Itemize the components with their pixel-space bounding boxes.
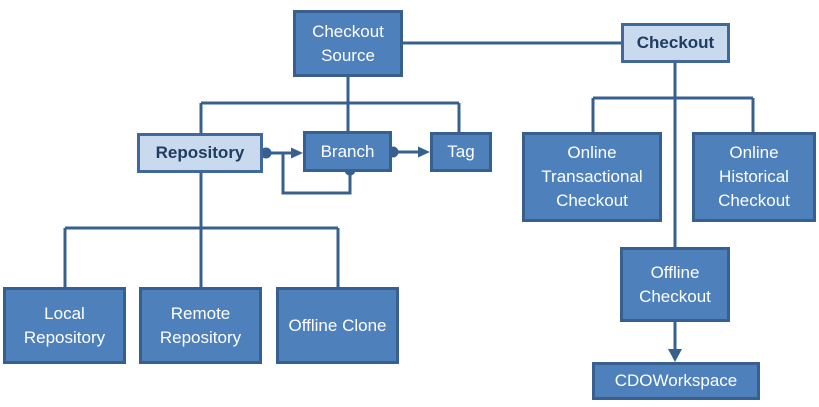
node-label: Offline Checkout: [639, 262, 711, 306]
node-label: Online Transactional Checkout: [541, 143, 643, 210]
node-checkout: Checkout: [621, 23, 730, 63]
node-local-repository: Local Repository: [3, 287, 126, 364]
edge-tree-checkout-children: [591, 63, 755, 247]
node-label: Offline Clone: [288, 315, 387, 335]
node-offline-clone: Offline Clone: [276, 287, 399, 364]
node-label: Remote Repository: [159, 303, 242, 347]
arrowhead-icon: [418, 146, 430, 158]
node-tag: Tag: [430, 132, 492, 172]
node-label: Checkout Source: [312, 21, 384, 65]
node-offline-checkout: Offline Checkout: [620, 247, 730, 322]
node-repository: Repository: [137, 133, 263, 173]
node-online-historical-checkout: Online Historical Checkout: [692, 132, 816, 222]
node-label: Repository: [155, 143, 245, 162]
node-label: Online Historical Checkout: [718, 143, 790, 210]
node-cdoworkspace: CDOWorkspace: [592, 362, 760, 400]
edge-branch-to-tag: [387, 146, 430, 158]
node-label: Tag: [447, 142, 475, 161]
edge-line: [281, 153, 352, 195]
edge-tree-checkout-source-children: [199, 77, 461, 133]
node-label: CDOWorkspace: [614, 371, 738, 390]
edge-tree-repository-children: [63, 173, 340, 287]
node-label: Branch: [320, 141, 375, 161]
node-checkout-source: Checkout Source: [293, 10, 403, 77]
node-branch: Branch: [303, 131, 392, 172]
node-label: Checkout: [636, 33, 715, 52]
node-online-transactional-checkout: Online Transactional Checkout: [522, 132, 662, 222]
arrowhead-icon: [291, 147, 303, 159]
arrowhead-icon: [668, 349, 682, 362]
edge-repository-to-branch: [260, 147, 303, 159]
edge-offline-checkout-to-cdoworkspace: [668, 322, 682, 362]
node-label: Local Repository: [23, 303, 106, 347]
node-remote-repository: Remote Repository: [139, 287, 262, 364]
